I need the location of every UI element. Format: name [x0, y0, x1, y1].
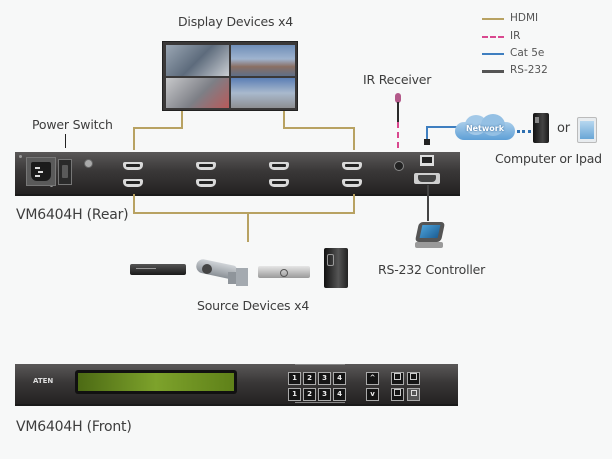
hdmi-output-port — [269, 162, 289, 170]
hdmi-wire — [181, 111, 183, 128]
ir-jack-port — [394, 161, 404, 171]
hdmi-wire — [133, 194, 135, 214]
ipad-icon — [577, 117, 597, 143]
rj45-port — [420, 155, 434, 166]
hdmi-wire — [247, 212, 249, 242]
output-key-2[interactable]: 2 — [303, 388, 316, 401]
down-key[interactable]: v — [366, 388, 379, 401]
rear-panel — [15, 152, 460, 196]
front-panel: ATEN 1 2 3 4 1 2 3 4 ^ v — [15, 364, 458, 406]
legend-item-cat5e: Cat 5e — [482, 47, 544, 59]
hdmi-wire — [353, 194, 355, 214]
rs232-port — [414, 173, 440, 184]
cat5e-plug-icon — [424, 139, 430, 145]
up-key[interactable]: ^ — [366, 372, 379, 385]
rs232-wire — [427, 185, 429, 221]
rs232-controller-label: RS-232 Controller — [378, 262, 486, 277]
output-key-1[interactable]: 1 — [288, 388, 301, 401]
legend-item-ir: IR — [482, 30, 520, 42]
input-divider — [295, 364, 345, 365]
hdmi-wire — [133, 127, 135, 150]
network-cloud-icon: Network — [455, 114, 515, 142]
hdmi-wire — [283, 111, 285, 129]
input-key-2[interactable]: 2 — [303, 372, 316, 385]
hdmi-line-swatch — [482, 18, 504, 20]
front-model-label: VM6404H (Front) — [16, 419, 132, 435]
computer-or-ipad-label: Computer or Ipad — [495, 151, 602, 166]
computer-tower-icon — [533, 113, 549, 143]
ground-screw-icon — [84, 159, 93, 168]
cancel-key[interactable] — [407, 372, 420, 385]
output-key-4[interactable]: 4 — [333, 388, 346, 401]
hdmi-output-port — [342, 162, 362, 170]
input-key-3[interactable]: 3 — [318, 372, 331, 385]
hdmi-input-port — [269, 179, 289, 187]
hdmi-input-port — [123, 179, 143, 187]
dvd-player-icon — [130, 264, 186, 275]
cat5e-wire — [426, 126, 428, 140]
power-switch-label: Power Switch — [32, 117, 113, 132]
output-key-3[interactable]: 3 — [318, 388, 331, 401]
rs232-controller-icon — [413, 222, 446, 250]
power-switch-pointer — [65, 134, 66, 148]
hdmi-wire — [133, 212, 355, 214]
hdmi-wire — [133, 127, 183, 129]
hdmi-output-port — [196, 162, 216, 170]
legend-item-hdmi: HDMI — [482, 12, 538, 24]
rear-model-label: VM6404H (Rear) — [16, 207, 129, 223]
display-devices-label: Display Devices x4 — [178, 14, 294, 29]
network-dotted-link — [517, 130, 531, 133]
display-screen-2 — [231, 45, 295, 76]
rs232-line-swatch — [482, 70, 504, 73]
input-key-1[interactable]: 1 — [288, 372, 301, 385]
power-switch[interactable] — [58, 159, 72, 185]
or-label: or — [557, 121, 570, 136]
menu-key[interactable] — [391, 372, 404, 385]
screw-icon — [19, 155, 22, 158]
lcd-display — [75, 370, 237, 394]
media-player-icon — [258, 266, 310, 278]
power-socket-icon — [26, 157, 56, 186]
legend-item-rs232: RS-232 — [482, 64, 548, 76]
hdmi-wire — [353, 127, 355, 150]
input-key-4[interactable]: 4 — [333, 372, 346, 385]
hdmi-input-port — [342, 179, 362, 187]
cat5e-wire — [426, 126, 460, 128]
ir-receiver-icon — [395, 93, 401, 103]
ir-receiver-cable — [397, 102, 399, 122]
display-screen-1 — [166, 45, 229, 76]
output-divider — [295, 402, 345, 403]
source-devices-label: Source Devices x4 — [197, 298, 310, 313]
display-wall-icon — [162, 41, 298, 111]
ir-receiver-label: IR Receiver — [363, 72, 432, 87]
display-screen-4 — [231, 78, 295, 108]
display-screen-3 — [166, 78, 229, 108]
pc-tower-icon — [324, 248, 348, 288]
cat5e-line-swatch — [482, 53, 504, 55]
aten-logo: ATEN — [33, 377, 54, 385]
profile-key[interactable] — [391, 388, 404, 401]
ir-line-swatch — [482, 36, 504, 38]
hdmi-input-port — [196, 179, 216, 187]
hdmi-output-port — [123, 162, 143, 170]
enter-key[interactable] — [407, 388, 420, 401]
hdmi-wire — [283, 127, 355, 129]
ir-wire — [397, 122, 399, 158]
security-camera-icon — [194, 257, 252, 288]
